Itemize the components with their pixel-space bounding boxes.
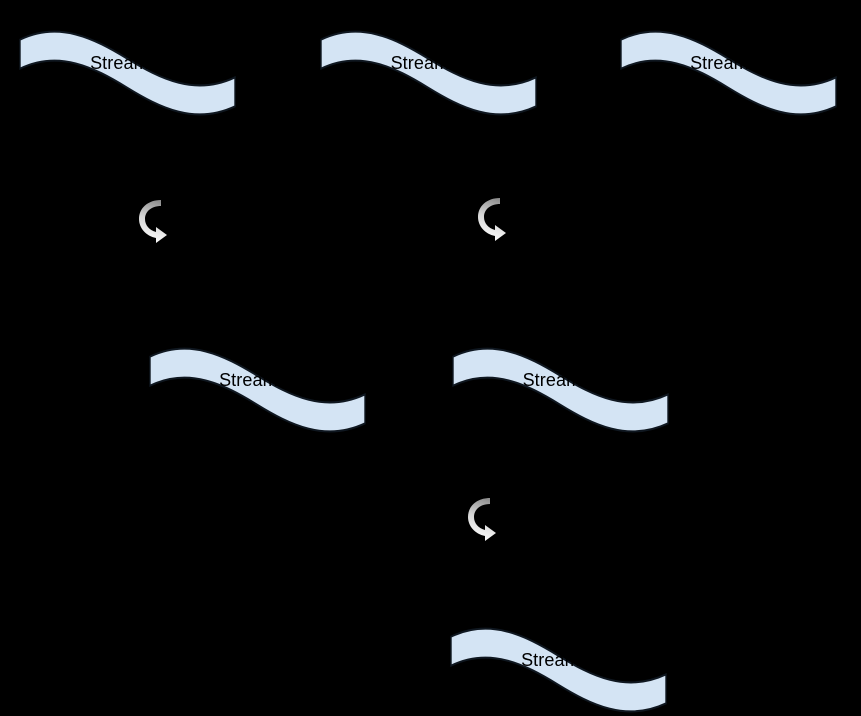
banner-stream-d[interactable]: Stream D bbox=[149, 347, 366, 433]
rotation-arrow-3 bbox=[465, 496, 499, 546]
wavy-banner-shape bbox=[620, 30, 837, 116]
rotate-clockwise-icon bbox=[468, 498, 496, 541]
banner-stream-e[interactable]: Stream E bbox=[452, 347, 669, 433]
rotate-clockwise-icon bbox=[478, 198, 506, 241]
banner-stream-c[interactable]: Stream C bbox=[620, 30, 837, 116]
banner-stream-b[interactable]: Stream B bbox=[320, 30, 537, 116]
rotate-clockwise-icon bbox=[139, 200, 167, 243]
banner-stream-f[interactable]: Stream F bbox=[450, 627, 667, 713]
wavy-banner-shape bbox=[19, 30, 236, 116]
wavy-banner-shape bbox=[149, 347, 366, 433]
rotation-arrow-1 bbox=[136, 198, 170, 248]
rotation-arrow-2 bbox=[475, 196, 509, 246]
wavy-banner-shape bbox=[320, 30, 537, 116]
wavy-banner-shape bbox=[452, 347, 669, 433]
banner-stream-a[interactable]: Stream A bbox=[19, 30, 236, 116]
wavy-banner-shape bbox=[450, 627, 667, 713]
